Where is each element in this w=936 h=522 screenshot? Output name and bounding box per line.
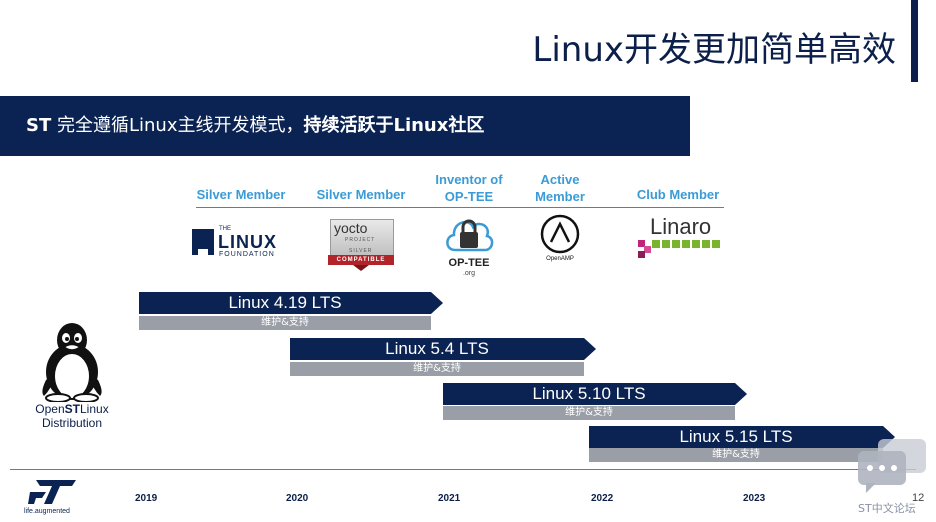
lts-label-5-15: Linux 5.15 LTS: [679, 427, 793, 446]
support-bar-5-15: 维护&支持: [589, 448, 883, 462]
member-label-linaro: Club Member: [636, 187, 720, 202]
linaro-logo: Linaro: [636, 214, 722, 260]
headline-banner: ST 完全遵循Linux主线开发模式，持续活跃于Linux社区: [0, 96, 690, 156]
year-2023: 2023: [743, 493, 766, 504]
member-label-optee-line1: Inventor of: [435, 172, 503, 187]
linux-foundation-top-text: THE: [219, 226, 231, 232]
year-2020: 2020: [286, 493, 309, 504]
lts-label-5-10: Linux 5.10 LTS: [532, 384, 646, 403]
yocto-sub-text: PROJECT: [345, 237, 376, 243]
lts-arrow-5-4: [584, 338, 596, 360]
yocto-project-logo: yocto PROJECT SILVER COMPATIBLE: [328, 219, 394, 271]
banner-bold: 持续活跃于Linux社区: [303, 115, 485, 136]
linux-foundation-bracket-icon: [192, 229, 214, 255]
member-label-optee: Inventor of OP-TEE: [428, 171, 510, 205]
lts-arrow-4-19: [431, 292, 443, 314]
st-tagline: life.augmented: [24, 508, 70, 515]
op-tee-sub-text: .org: [462, 270, 476, 277]
lts-label-5-4: Linux 5.4 LTS: [385, 339, 489, 358]
distribution-name-suffix: Linux: [80, 402, 109, 416]
title-accent-bar: [911, 0, 918, 82]
yocto-tier-text: SILVER: [349, 248, 373, 254]
banner-prefix: ST: [26, 115, 52, 136]
year-2019: 2019: [135, 493, 158, 504]
member-label-openamp: Active Member: [522, 171, 598, 205]
yocto-compatible-badge: COMPATIBLE: [328, 255, 394, 265]
year-2021: 2021: [438, 493, 461, 504]
lts-bar-5-10: Linux 5.10 LTS: [443, 383, 735, 405]
st-logo: [28, 480, 76, 504]
distribution-name-prefix: Open: [35, 402, 65, 416]
lts-label-4-19: Linux 4.19 LTS: [228, 293, 342, 312]
member-divider-line: [196, 207, 724, 208]
member-label-linux-foundation: Silver Member: [196, 187, 286, 202]
openamp-text: OpenAMP: [546, 256, 574, 262]
distribution-name: OpenSTLinux: [22, 402, 122, 416]
op-tee-main-text: OP-TEE: [448, 257, 490, 269]
slide-title: Linux开发更加简单高效: [532, 30, 896, 70]
support-bar-5-4: 维护&支持: [290, 362, 584, 376]
member-label-optee-line2: OP-TEE: [444, 189, 494, 204]
lts-bar-4-19: Linux 4.19 LTS: [139, 292, 431, 314]
timeline-axis: [10, 469, 916, 470]
distribution-name-bold: ST: [64, 402, 80, 416]
yocto-main-text: yocto: [334, 220, 368, 236]
op-tee-logo: OP-TEE .org: [440, 210, 498, 280]
yocto-badge-plate: [330, 219, 394, 259]
slide-title-area: Linux开发更加简单高效: [530, 0, 918, 82]
watermark-text: ST中文论坛: [858, 502, 916, 515]
lts-bar-5-4: Linux 5.4 LTS: [290, 338, 584, 360]
chat-bubble-icon: [858, 439, 926, 493]
member-label-yocto: Silver Member: [316, 187, 406, 202]
lts-bar-5-15: Linux 5.15 LTS: [589, 426, 883, 448]
op-tee-cloud-lock-icon: [446, 219, 494, 252]
linux-foundation-main-text: LINUX: [218, 232, 277, 252]
support-label-5-10: 维护&支持: [565, 407, 613, 418]
support-label-5-4: 维护&支持: [413, 363, 461, 374]
linaro-text: Linaro: [650, 214, 712, 239]
openamp-circle-icon: [540, 214, 580, 254]
tux-penguin-icon: [42, 323, 102, 402]
support-bar-5-10: 维护&支持: [443, 406, 735, 420]
yocto-badge-tip-icon: [353, 265, 369, 271]
member-label-openamp-line1: Active: [540, 172, 580, 187]
support-label-5-15: 维护&支持: [712, 449, 760, 460]
year-2022: 2022: [591, 493, 614, 504]
distribution-line2: Distribution: [41, 416, 103, 430]
linaro-squares-icon: [638, 240, 720, 258]
distribution-caption: OpenSTLinux Distribution: [22, 402, 122, 430]
lts-arrow-5-10: [735, 383, 747, 405]
banner-mid: 完全遵循Linux主线开发模式，: [51, 115, 304, 136]
linux-foundation-sub-text: FOUNDATION: [219, 251, 275, 258]
page-number: 12: [912, 492, 925, 504]
support-label-4-19: 维护&支持: [261, 317, 309, 328]
member-label-openamp-line2: Member: [535, 189, 585, 204]
the-linux-foundation-logo: THE LINUX FOUNDATION: [190, 224, 290, 260]
support-bar-4-19: 维护&支持: [139, 316, 431, 330]
openamp-logo: OpenAMP: [536, 214, 584, 270]
